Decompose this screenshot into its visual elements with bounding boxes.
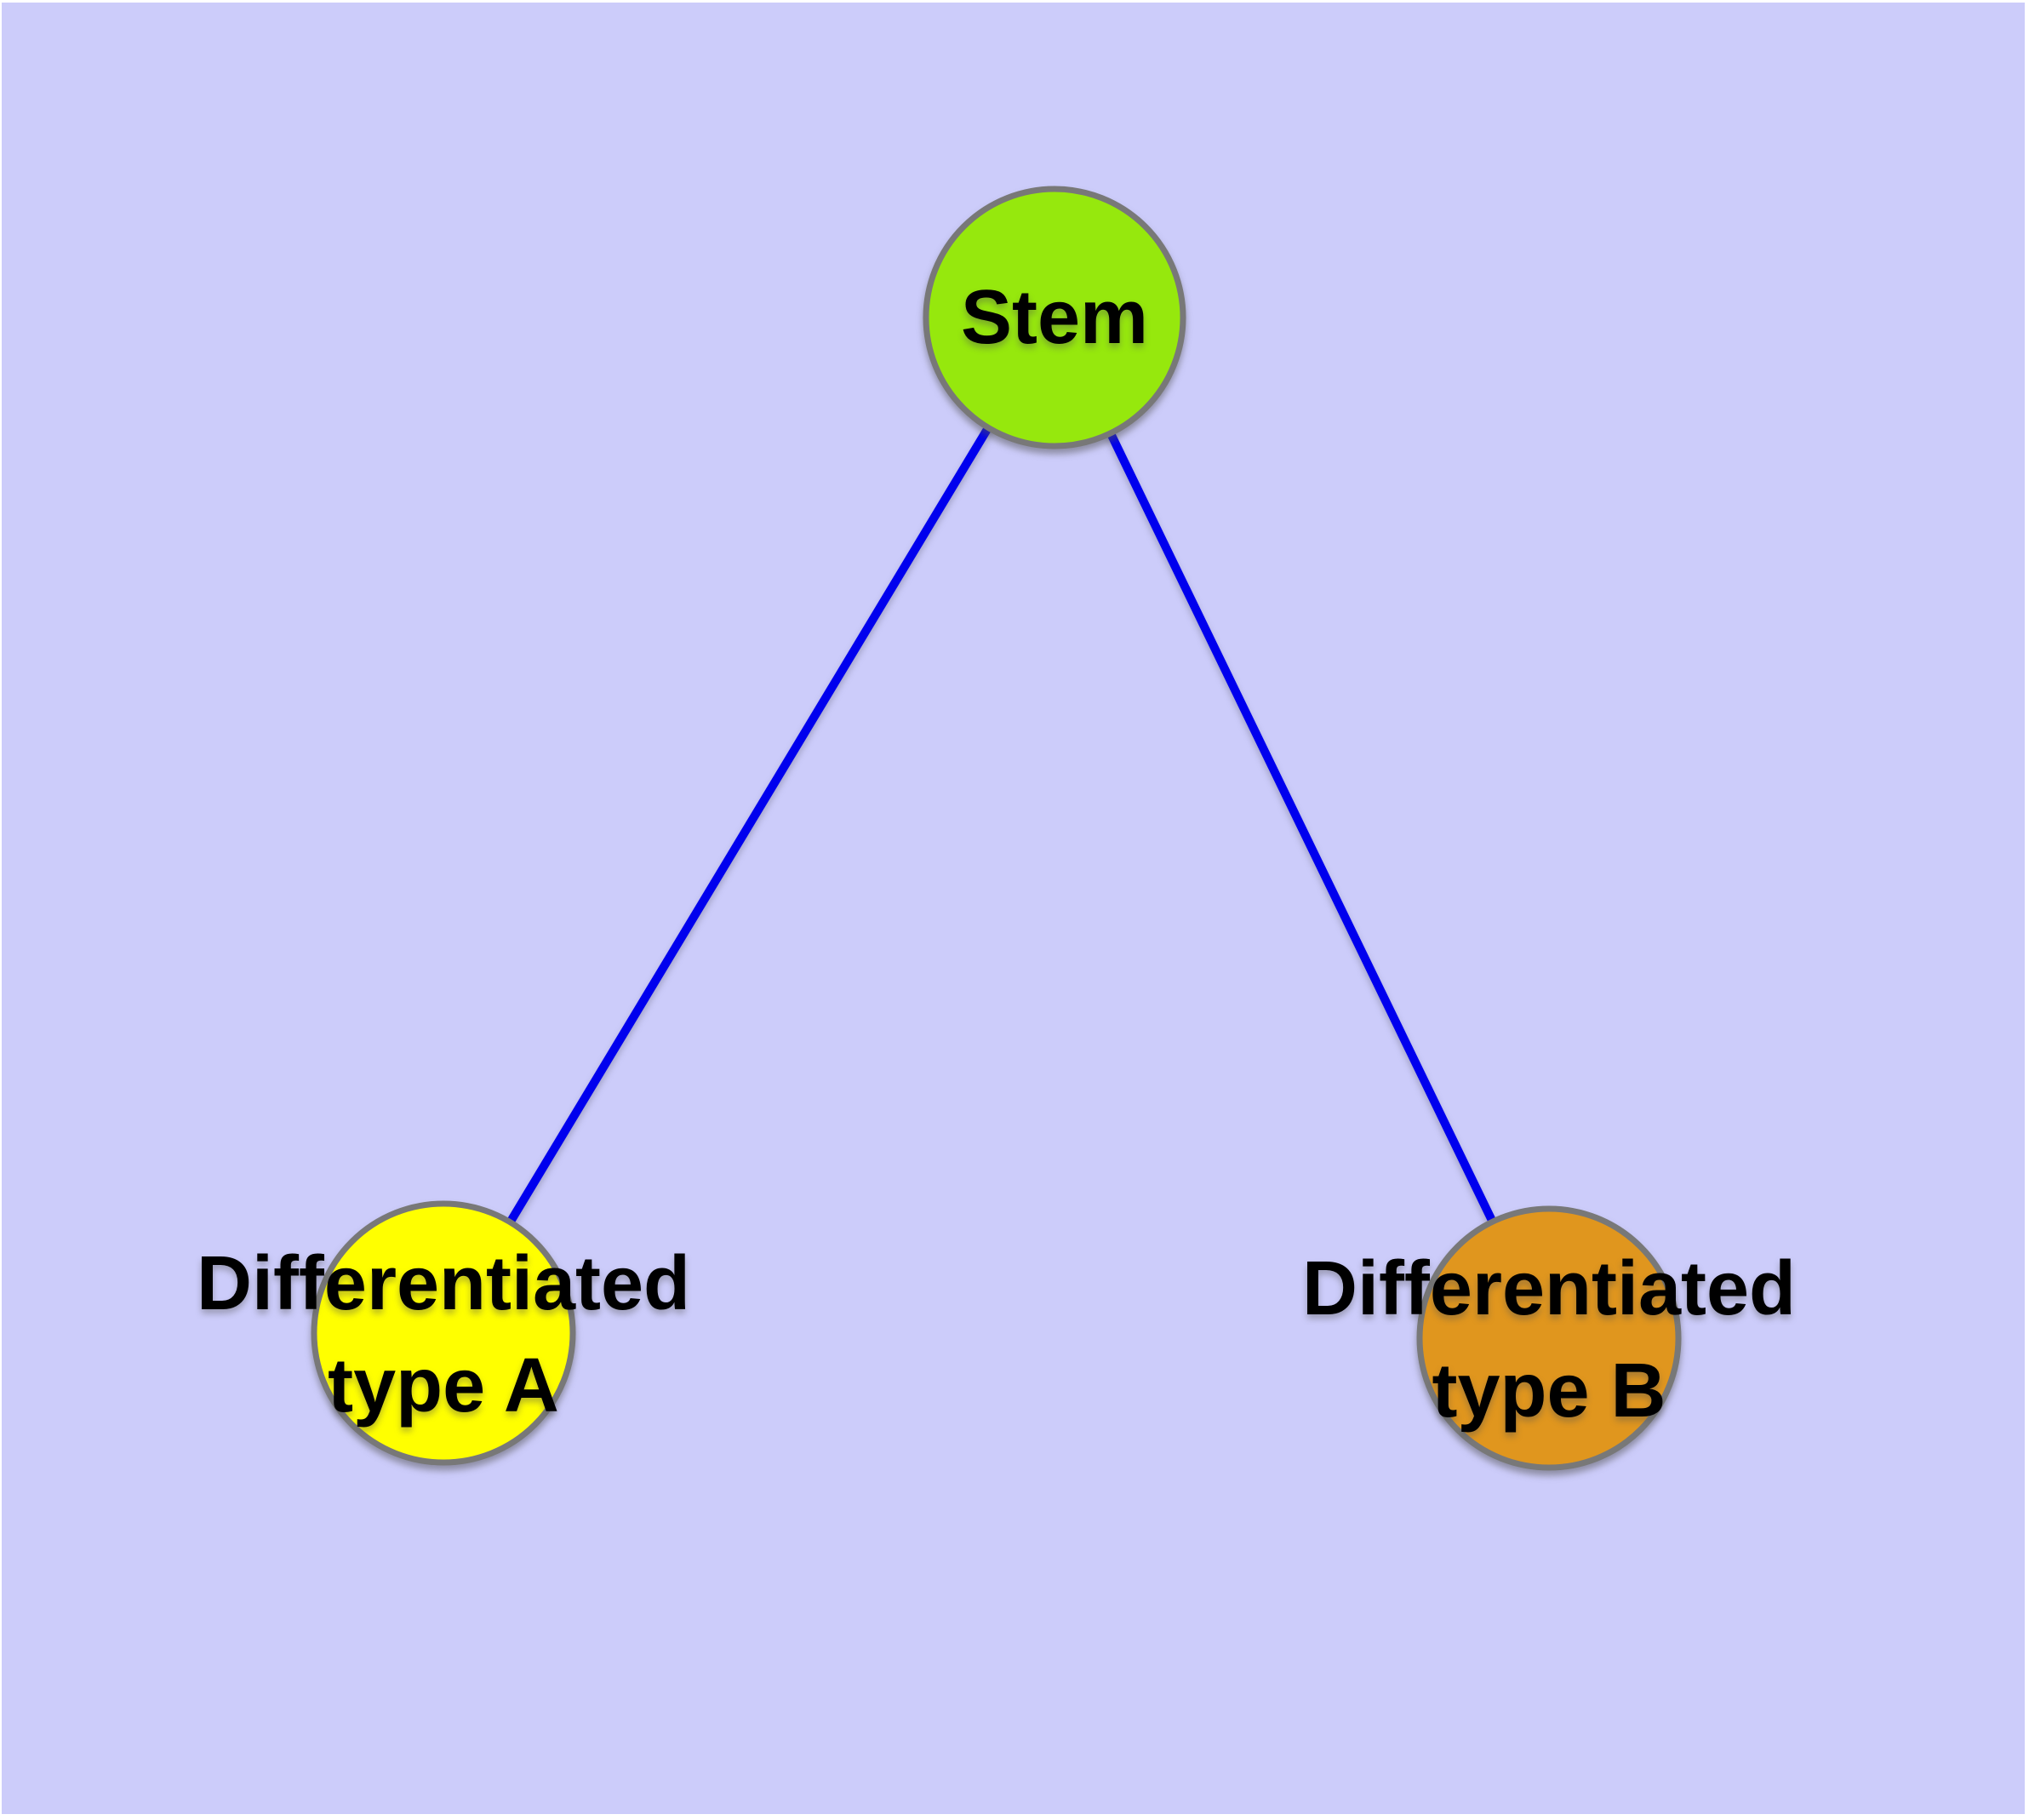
node-differentiated-type-b-label-line-1: Differentiated — [1302, 1246, 1796, 1331]
edge-stem-to-differentiated-type-b — [1050, 315, 1553, 1341]
node-stem-circle — [923, 186, 1186, 449]
edges-layer — [439, 315, 1553, 1341]
node-differentiated-type-a-label-line-1: Differentiated — [197, 1241, 690, 1326]
node-differentiated-type-a-circle — [311, 1200, 576, 1466]
node-differentiated-type-b-circle — [1416, 1205, 1682, 1471]
edge-stem-to-differentiated-type-a — [439, 315, 1059, 1336]
node-differentiated-type-b-label-line-2: type B — [1432, 1348, 1666, 1434]
node-stem-label: Stem — [961, 275, 1148, 360]
node-differentiated-type-a-label-line-2: type A — [328, 1343, 559, 1428]
nodes-layer — [311, 186, 1682, 1471]
